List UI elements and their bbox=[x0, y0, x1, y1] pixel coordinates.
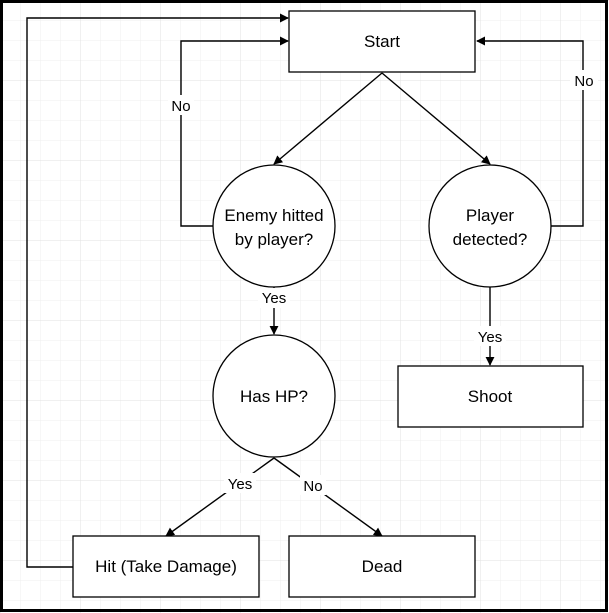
node-start-label: Start bbox=[364, 32, 400, 51]
edge-label-hp-yes-text: Yes bbox=[228, 476, 252, 493]
edge-player-detected-no-to-start bbox=[476, 36, 584, 227]
node-hit-take-damage-label: Hit (Take Damage) bbox=[95, 557, 237, 576]
node-shoot[interactable]: Shoot bbox=[397, 365, 584, 428]
node-player-detected-circle bbox=[428, 164, 552, 288]
node-enemy-hitted-label-line2: by player? bbox=[235, 230, 313, 249]
edge-label-hp-yes: Yes bbox=[224, 473, 256, 493]
edge-start-to-enemy-hitted bbox=[273, 72, 383, 165]
edge-label-hp-no: No bbox=[300, 475, 326, 495]
edge-label-enemy-yes: Yes bbox=[258, 288, 290, 308]
edge-enemy-hitted-no-to-start bbox=[180, 36, 289, 227]
node-player-detected-label-line1: Player bbox=[466, 206, 515, 225]
edge-label-enemy-yes-text: Yes bbox=[262, 290, 286, 307]
node-has-hp-label: Has HP? bbox=[240, 387, 308, 406]
node-shoot-label: Shoot bbox=[468, 387, 513, 406]
edge-label-player-no-text: No bbox=[574, 73, 593, 90]
node-dead[interactable]: Dead bbox=[288, 535, 476, 598]
edge-label-enemy-no-text: No bbox=[171, 98, 190, 115]
edge-hit-to-start bbox=[26, 13, 289, 568]
node-dead-box bbox=[288, 535, 476, 598]
node-player-detected[interactable]: Player detected? bbox=[428, 164, 552, 288]
edge-has-hp-yes-to-hit bbox=[165, 457, 275, 537]
edge-label-enemy-no: No bbox=[168, 95, 194, 115]
node-shoot-box bbox=[397, 365, 584, 428]
edge-label-player-yes-text: Yes bbox=[478, 329, 502, 346]
edge-start-to-player-detected bbox=[381, 72, 491, 165]
node-dead-label: Dead bbox=[362, 557, 403, 576]
node-has-hp[interactable]: Has HP? bbox=[212, 334, 336, 458]
node-enemy-hitted[interactable]: Enemy hitted by player? bbox=[212, 164, 336, 288]
node-enemy-hitted-label-line1: Enemy hitted bbox=[224, 206, 323, 225]
node-has-hp-circle bbox=[212, 334, 336, 458]
node-hit-take-damage[interactable]: Hit (Take Damage) bbox=[72, 535, 260, 598]
edge-label-player-yes: Yes bbox=[474, 326, 506, 346]
node-player-detected-label-line2: detected? bbox=[453, 230, 528, 249]
node-start[interactable]: Start bbox=[288, 10, 476, 73]
node-hit-take-damage-box bbox=[72, 535, 260, 598]
edge-label-player-no: No bbox=[570, 70, 598, 90]
edge-has-hp-no-to-dead bbox=[273, 457, 383, 537]
node-enemy-hitted-circle bbox=[212, 164, 336, 288]
node-start-box bbox=[288, 10, 476, 73]
edge-label-hp-no-text: No bbox=[303, 478, 322, 495]
